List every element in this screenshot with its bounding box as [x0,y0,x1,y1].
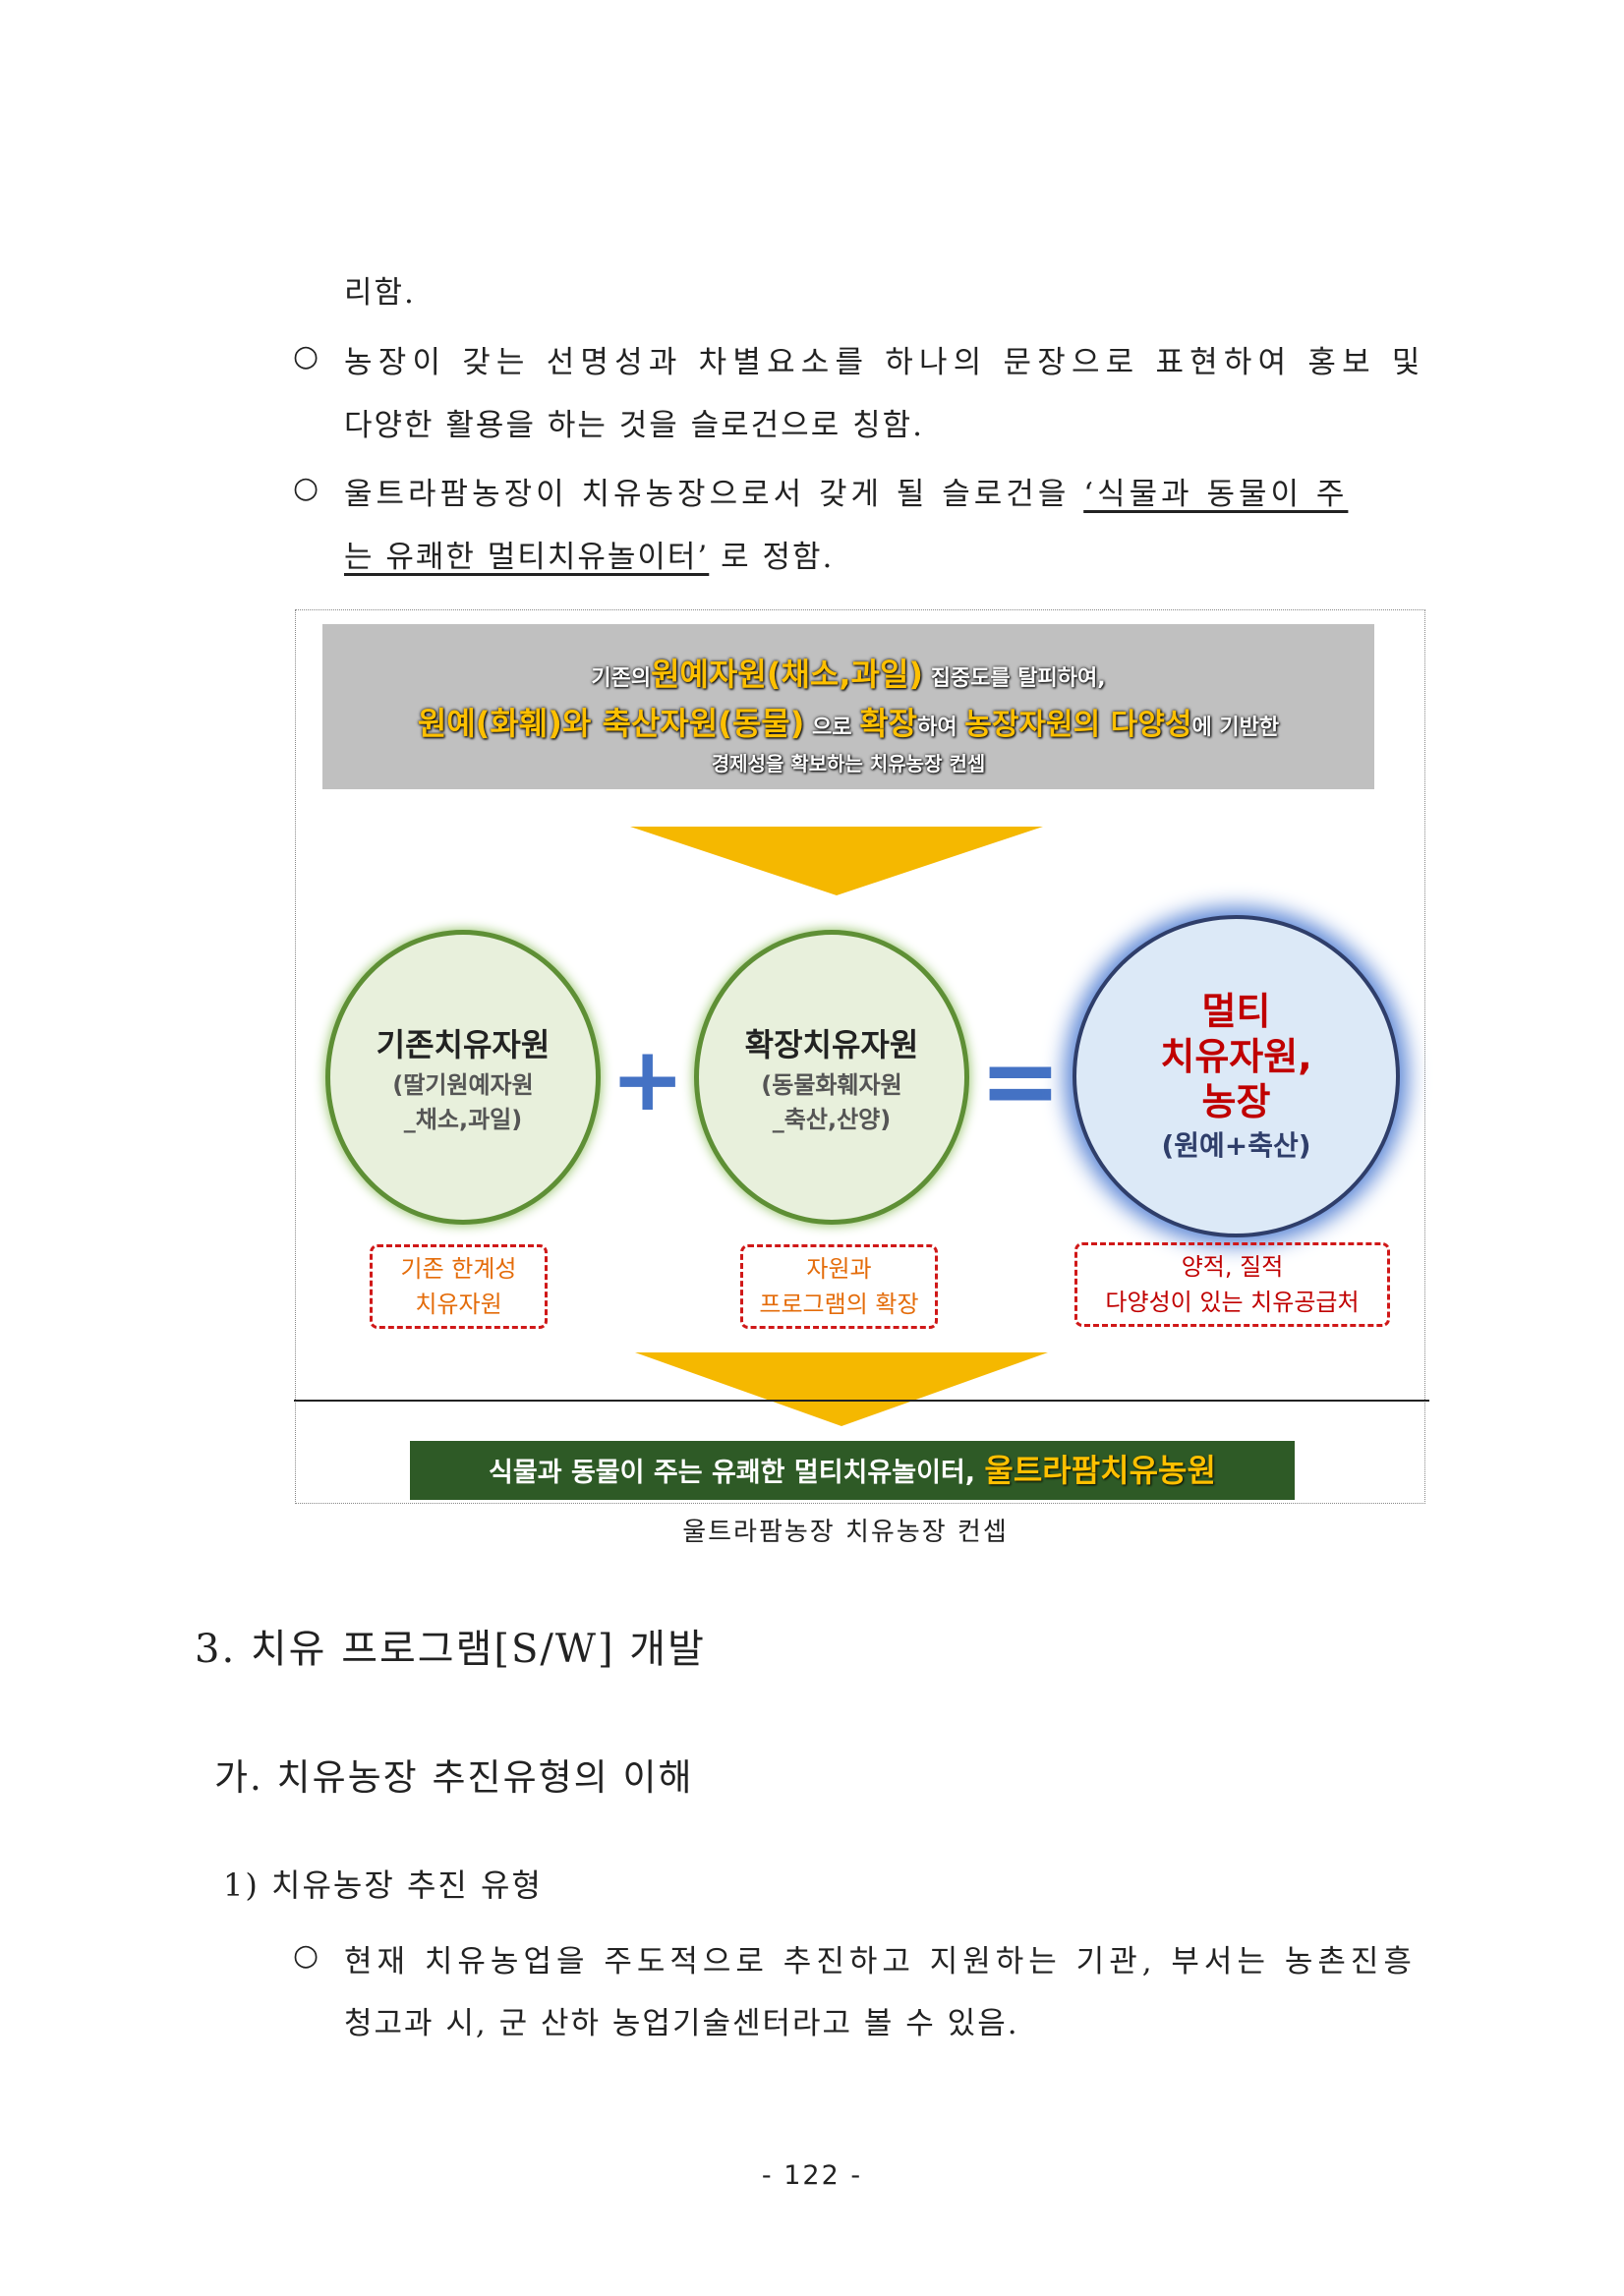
concept-figure: 기존의원예자원(채소,과일) 집중도를 탈피하여, 원예(화훼)와 축산자원(동… [294,609,1429,1504]
paragraph-line: 리함. [344,275,416,311]
bullet-icon: ○ [293,339,319,373]
t: 확장 [859,705,918,742]
paragraph-line: 는 유쾌한 멀티치유놀이터’ 로 정함. [344,532,834,576]
banner-line-1: 기존의원예자원(채소,과일) 집중도를 탈피하여, [322,650,1374,695]
t: 자원과 [806,1255,872,1283]
banner-line-3: 경제성을 확보하는 치유농장 컨셉 [711,752,986,775]
t: 원예자원(채소,과일) [651,656,924,693]
t: 농장자원의 다양성 [964,708,1192,742]
t: 식물과 동물이 주는 유쾌한 멀티치유놀이터, [489,1458,985,1488]
t: 기존의 [591,666,652,691]
existing-resource-circle: 기존치유자원 (딸기원예자원 _채소,과일) [325,930,601,1225]
down-arrow-icon [635,1352,1048,1426]
expanded-resource-circle: 확장치유자원 (동물화훼자원 _축산,산양) [694,930,969,1225]
banner-line-2: 원예(화훼)와 축산자원(동물) 으로 확장하여 농장자원의 다양성에 기반한 [322,699,1374,744]
plus-icon: + [610,1028,685,1131]
t: 하여 [917,716,965,740]
paragraph-line: 현재 치유농업을 주도적으로 추진하고 지원하는 기관, 부서는 농촌진흥 [344,1944,1417,1980]
t: 기존치유자원 [376,1026,551,1063]
slogan-text: ‘식물과 동물이 주 [1083,477,1349,512]
t: 멀티 [1201,990,1271,1033]
section-heading: 3. 치유 프로그램[S/W] 개발 [195,1627,706,1672]
t: 울트라팜치유농원 [984,1452,1216,1489]
paragraph-line: 다양한 활용을 하는 것을 슬로건으로 칭함. [344,408,924,443]
t: 원예(화훼)와 축산자원(동물) [417,705,805,742]
multi-resource-circle: 멀티 치유자원, 농장 (원예+축산) [1073,915,1400,1237]
t: (원예+축산) [1161,1129,1311,1162]
item-heading: 1) 치유농장 추진 유형 [223,1866,543,1904]
equals-icon: = [979,1023,1062,1138]
t: 다양성이 있는 치유공급처 [1105,1289,1360,1316]
t: 양적, 질적 [1181,1253,1284,1281]
paragraph-line: 울트라팜농장이 치유농장으로서 갖게 될 슬로건을 ‘식물과 동물이 주 [344,469,1348,513]
down-arrow-icon [630,827,1043,895]
t: 에 기반한 [1191,716,1280,740]
t: 치유자원 [415,1291,502,1318]
text: 울트라팜농장이 치유농장으로서 갖게 될 슬로건을 [344,477,1084,512]
t: 으로 [804,716,860,740]
paragraph-line: 청고과 시, 군 산하 농업기술센터라고 볼 수 있음. [344,2006,1019,2041]
t: 확장치유자원 [744,1026,919,1063]
t: _축산,산양) [772,1106,892,1133]
paragraph-line: 농장이 갖는 선명성과 차별요소를 하나의 문장으로 표현하여 홍보 및 [344,345,1426,380]
bullet-icon: ○ [293,471,319,505]
bullet-icon: ○ [293,1938,319,1973]
concept-banner: 기존의원예자원(채소,과일) 집중도를 탈피하여, 원예(화훼)와 축산자원(동… [322,624,1374,789]
divider [294,1400,1429,1402]
text: 로 정함. [721,540,835,575]
subsection-heading: 가. 치유농장 추진유형의 이해 [214,1756,694,1799]
slogan-bar: 식물과 동물이 주는 유쾌한 멀티치유놀이터, 울트라팜치유농원 [410,1441,1295,1500]
t: (동물화훼자원 [761,1071,902,1099]
page-number: - 122 - [761,2160,863,2191]
t: _채소,과일) [403,1106,523,1133]
t: 프로그램의 확장 [759,1291,919,1318]
slogan-text: 는 유쾌한 멀티치유놀이터’ [344,540,710,575]
t: (딸기원예자원 [392,1071,534,1099]
t: 치유자원, [1160,1035,1312,1078]
figure-caption: 울트라팜농장 치유농장 컨셉 [682,1518,1009,1547]
t: 농장 [1201,1080,1271,1123]
t: 집중도를 탈피하여, [923,666,1106,691]
t: 기존 한계성 [400,1255,517,1283]
